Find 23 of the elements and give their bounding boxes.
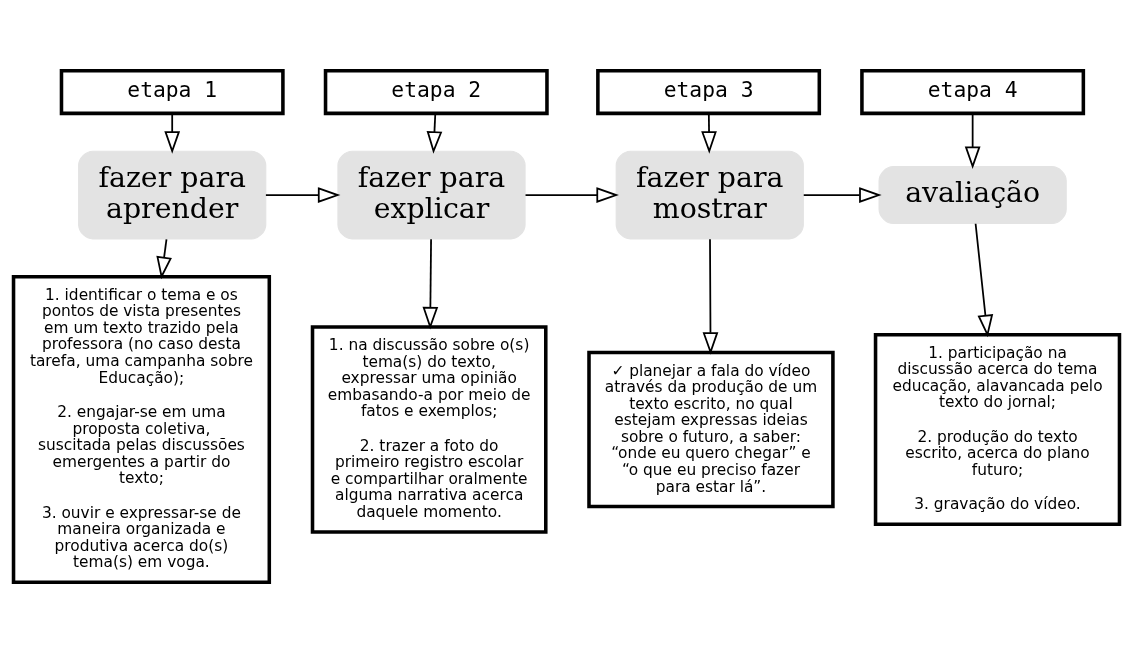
arrow (164, 112, 181, 154)
node-box: etapa 2 (323, 68, 549, 116)
node-box: fazer para aprender (78, 150, 267, 240)
node-box: 1. participação na discussão acerca do tema educação, alavancada pelo texto do jornal; 2. produção do texto escrito, acerca do plano futuro; 3. gravação do vídeo. (873, 333, 1122, 526)
arrow (974, 222, 994, 338)
node-box: fazer para explicar (337, 150, 526, 240)
node-box: etapa 1 (59, 68, 285, 116)
arrow (802, 187, 882, 203)
arrow (524, 187, 619, 203)
arrow (422, 238, 439, 330)
node-box: 1. identificar o tema e os pontos de vista presentes em um texto trazido pela professora (no caso desta tarefa, uma campanha sobre Educação); 2. engajar-se em uma proposta coletiva, suscitada pelas discussões emergentes a partir do texto; 3. ouvir e expressar-se de maneira organizada e produtiva acerca do(s) tema(s) em voga. (11, 275, 272, 585)
node-box: ✓ planejar a fala do vídeo através da produção de um texto escrito, no qual estejam expressas ideias sobre o futuro, a saber: “onde eu quero chegar” e “o que eu preciso fazer para estar lá”. (587, 350, 835, 509)
node-box: fazer para mostrar (615, 150, 804, 240)
node-box: 1. na discussão sobre o(s) tema(s) do texto, expressar uma opinião embasando-a por meio de fatos e exemplos; 2. trazer a foto do primeiro registro escolar e compartilhar oralmente alguma narrativa acerca daquele momento. (310, 325, 548, 534)
arrow (156, 238, 172, 280)
node-box: etapa 4 (860, 68, 1086, 116)
arrow (964, 112, 981, 169)
arrow (702, 238, 719, 355)
arrow (265, 187, 341, 203)
node-box: etapa 3 (596, 68, 822, 116)
arrow (426, 112, 443, 154)
node-box: avaliação (878, 166, 1067, 225)
arrow (701, 112, 717, 154)
